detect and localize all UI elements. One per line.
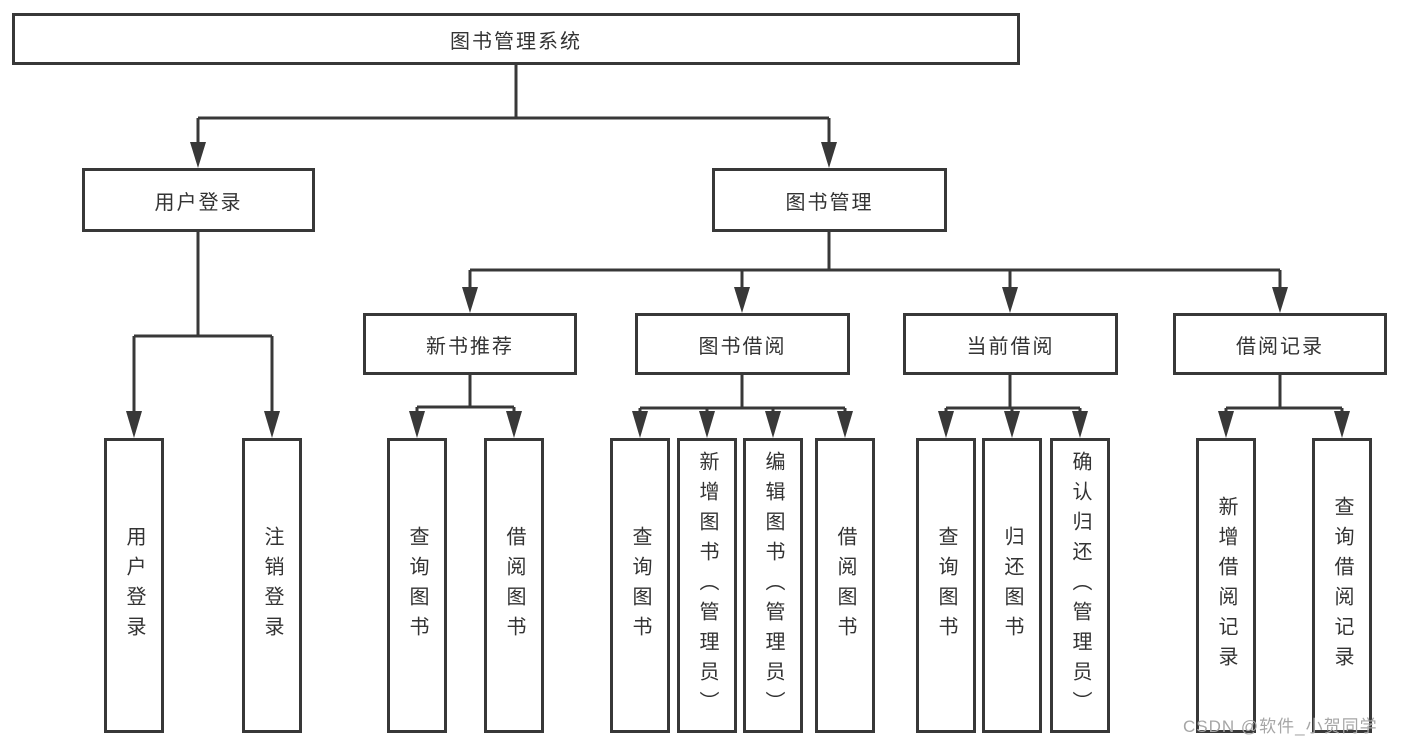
section-borrow-records: 借阅记录	[1173, 313, 1387, 375]
leaf-edit-book-admin: 编辑图书（管理员）	[743, 438, 803, 733]
branch-user-login: 用户登录	[82, 168, 315, 232]
leaf-query-books-current: 查询图书	[916, 438, 976, 733]
leaf-confirm-return-admin: 确认归还（管理员）	[1050, 438, 1110, 733]
root-node-book-management-system: 图书管理系统	[12, 13, 1020, 65]
section-current-borrow: 当前借阅	[903, 313, 1118, 375]
leaf-borrow-books-recommend: 借阅图书	[484, 438, 544, 733]
leaf-add-borrow-record: 新增借阅记录	[1196, 438, 1256, 733]
section-new-book-recommend: 新书推荐	[363, 313, 577, 375]
branch-book-management: 图书管理	[712, 168, 947, 232]
leaf-query-books-recommend: 查询图书	[387, 438, 447, 733]
leaf-query-books-borrow: 查询图书	[610, 438, 670, 733]
leaf-user-login: 用户登录	[104, 438, 164, 733]
leaf-borrow-books-borrow: 借阅图书	[815, 438, 875, 733]
leaf-query-borrow-record: 查询借阅记录	[1312, 438, 1372, 733]
section-book-borrow: 图书借阅	[635, 313, 850, 375]
leaf-return-book: 归还图书	[982, 438, 1042, 733]
leaf-add-book-admin: 新增图书（管理员）	[677, 438, 737, 733]
leaf-logout: 注销登录	[242, 438, 302, 733]
csdn-watermark: CSDN @软件_小贺同学	[1183, 717, 1378, 736]
